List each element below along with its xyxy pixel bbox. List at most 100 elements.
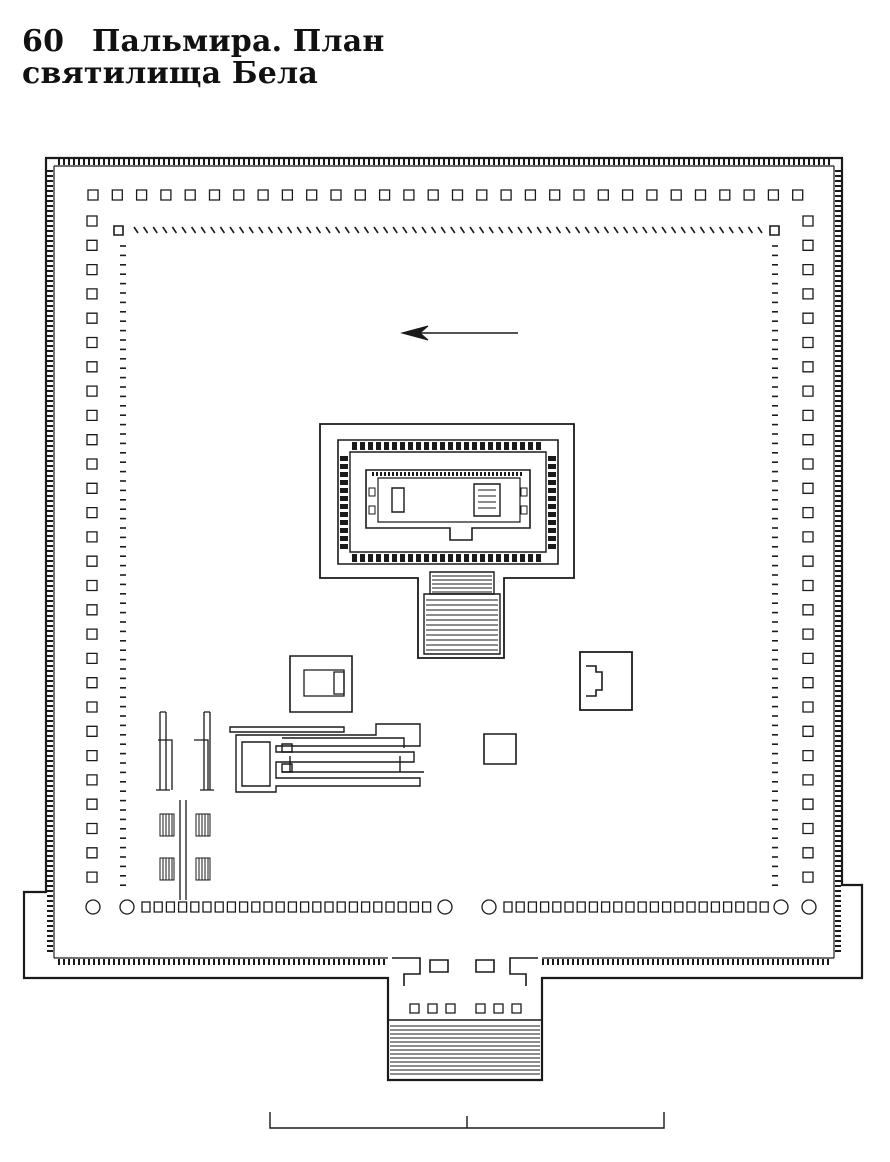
outer-column xyxy=(87,410,97,420)
outer-column xyxy=(803,240,813,250)
outer-column xyxy=(803,265,813,275)
inner-column-mark xyxy=(384,227,388,233)
outer-column xyxy=(803,726,813,736)
banquet-hall xyxy=(230,724,424,792)
inner-column-mark xyxy=(633,227,637,233)
arrow-left-icon xyxy=(402,326,518,340)
inner-column-mark xyxy=(528,227,532,233)
outer-column xyxy=(803,216,813,226)
inner-corner-column xyxy=(770,226,779,235)
south-adyton xyxy=(474,484,500,516)
portico-column xyxy=(191,902,199,912)
inner-column-mark xyxy=(364,227,368,233)
portico-column xyxy=(325,902,333,912)
portico-column xyxy=(349,902,357,912)
north-adyton xyxy=(392,488,404,512)
portico-column xyxy=(528,902,536,912)
south-portico xyxy=(86,900,816,914)
outer-column xyxy=(428,190,438,200)
outer-column xyxy=(803,338,813,348)
inner-column-mark xyxy=(748,227,752,233)
propylaea xyxy=(388,958,542,1000)
outer-column xyxy=(803,532,813,542)
inner-column-mark xyxy=(144,227,148,233)
propylaea-pier xyxy=(512,1004,521,1013)
outer-column xyxy=(87,532,97,542)
portico-column xyxy=(614,902,622,912)
portico-pier xyxy=(438,900,452,914)
inner-column-mark xyxy=(220,227,224,233)
propylaea-pier xyxy=(446,1004,455,1013)
inner-column-mark xyxy=(288,227,292,233)
cella-pilaster-1 xyxy=(369,488,375,496)
propylaea-piers xyxy=(410,1004,521,1013)
temple-peristyle-inner xyxy=(350,452,546,552)
outer-column xyxy=(112,190,122,200)
outer-column xyxy=(803,435,813,445)
inner-column-mark xyxy=(374,227,378,233)
outer-column xyxy=(87,386,97,396)
inner-column-mark xyxy=(345,227,349,233)
inner-column-mark xyxy=(211,227,215,233)
outer-column xyxy=(87,775,97,785)
shrine-east xyxy=(580,652,632,710)
inner-column-mark xyxy=(172,227,176,233)
inner-column-mark xyxy=(297,227,301,233)
figure-number: 60 xyxy=(22,24,65,59)
inner-column-mark xyxy=(422,227,426,233)
outer-column xyxy=(87,240,97,250)
outer-column xyxy=(671,190,681,200)
outer-column xyxy=(803,799,813,809)
inner-column-mark xyxy=(201,227,205,233)
inner-column-mark xyxy=(441,227,445,233)
ramp-step-block xyxy=(160,858,174,880)
outer-column xyxy=(404,190,414,200)
outer-column xyxy=(623,190,633,200)
inner-column-mark xyxy=(729,227,733,233)
portico-pier xyxy=(482,900,496,914)
portico-column xyxy=(215,902,223,912)
inner-column-mark xyxy=(662,227,666,233)
outer-column xyxy=(137,190,147,200)
propylaea-pier xyxy=(428,1004,437,1013)
inner-column-mark xyxy=(355,227,359,233)
inner-column-mark xyxy=(432,227,436,233)
outer-column xyxy=(803,386,813,396)
temple xyxy=(320,424,574,658)
inner-column-mark xyxy=(470,227,474,233)
outer-column xyxy=(87,605,97,615)
outer-column xyxy=(696,190,706,200)
inner-column-mark xyxy=(336,227,340,233)
outer-column xyxy=(574,190,584,200)
temple-stair xyxy=(424,572,500,654)
outer-column xyxy=(87,629,97,639)
inner-column-mark xyxy=(739,227,743,233)
portico-column xyxy=(240,902,248,912)
inner-colonnade xyxy=(114,226,779,885)
inner-column-mark xyxy=(585,227,589,233)
portico-column xyxy=(362,902,370,912)
outer-column xyxy=(307,190,317,200)
outer-bracket-left xyxy=(24,892,40,978)
portico-column xyxy=(638,902,646,912)
portico-column xyxy=(577,902,585,912)
outer-column xyxy=(87,459,97,469)
portico-column xyxy=(203,902,211,912)
inner-column-mark xyxy=(604,227,608,233)
inner-column-mark xyxy=(326,227,330,233)
portico-column xyxy=(227,902,235,912)
portico-pier xyxy=(120,900,134,914)
inner-column-mark xyxy=(230,227,234,233)
portico-column xyxy=(386,902,394,912)
outer-column xyxy=(87,289,97,299)
enclosure-wall xyxy=(24,158,862,1080)
inner-corner-column xyxy=(114,226,123,235)
outer-column xyxy=(87,556,97,566)
outer-column xyxy=(87,702,97,712)
portico-column xyxy=(252,902,260,912)
outer-column xyxy=(803,751,813,761)
inner-column-mark xyxy=(393,227,397,233)
outer-column xyxy=(331,190,341,200)
outer-column xyxy=(477,190,487,200)
